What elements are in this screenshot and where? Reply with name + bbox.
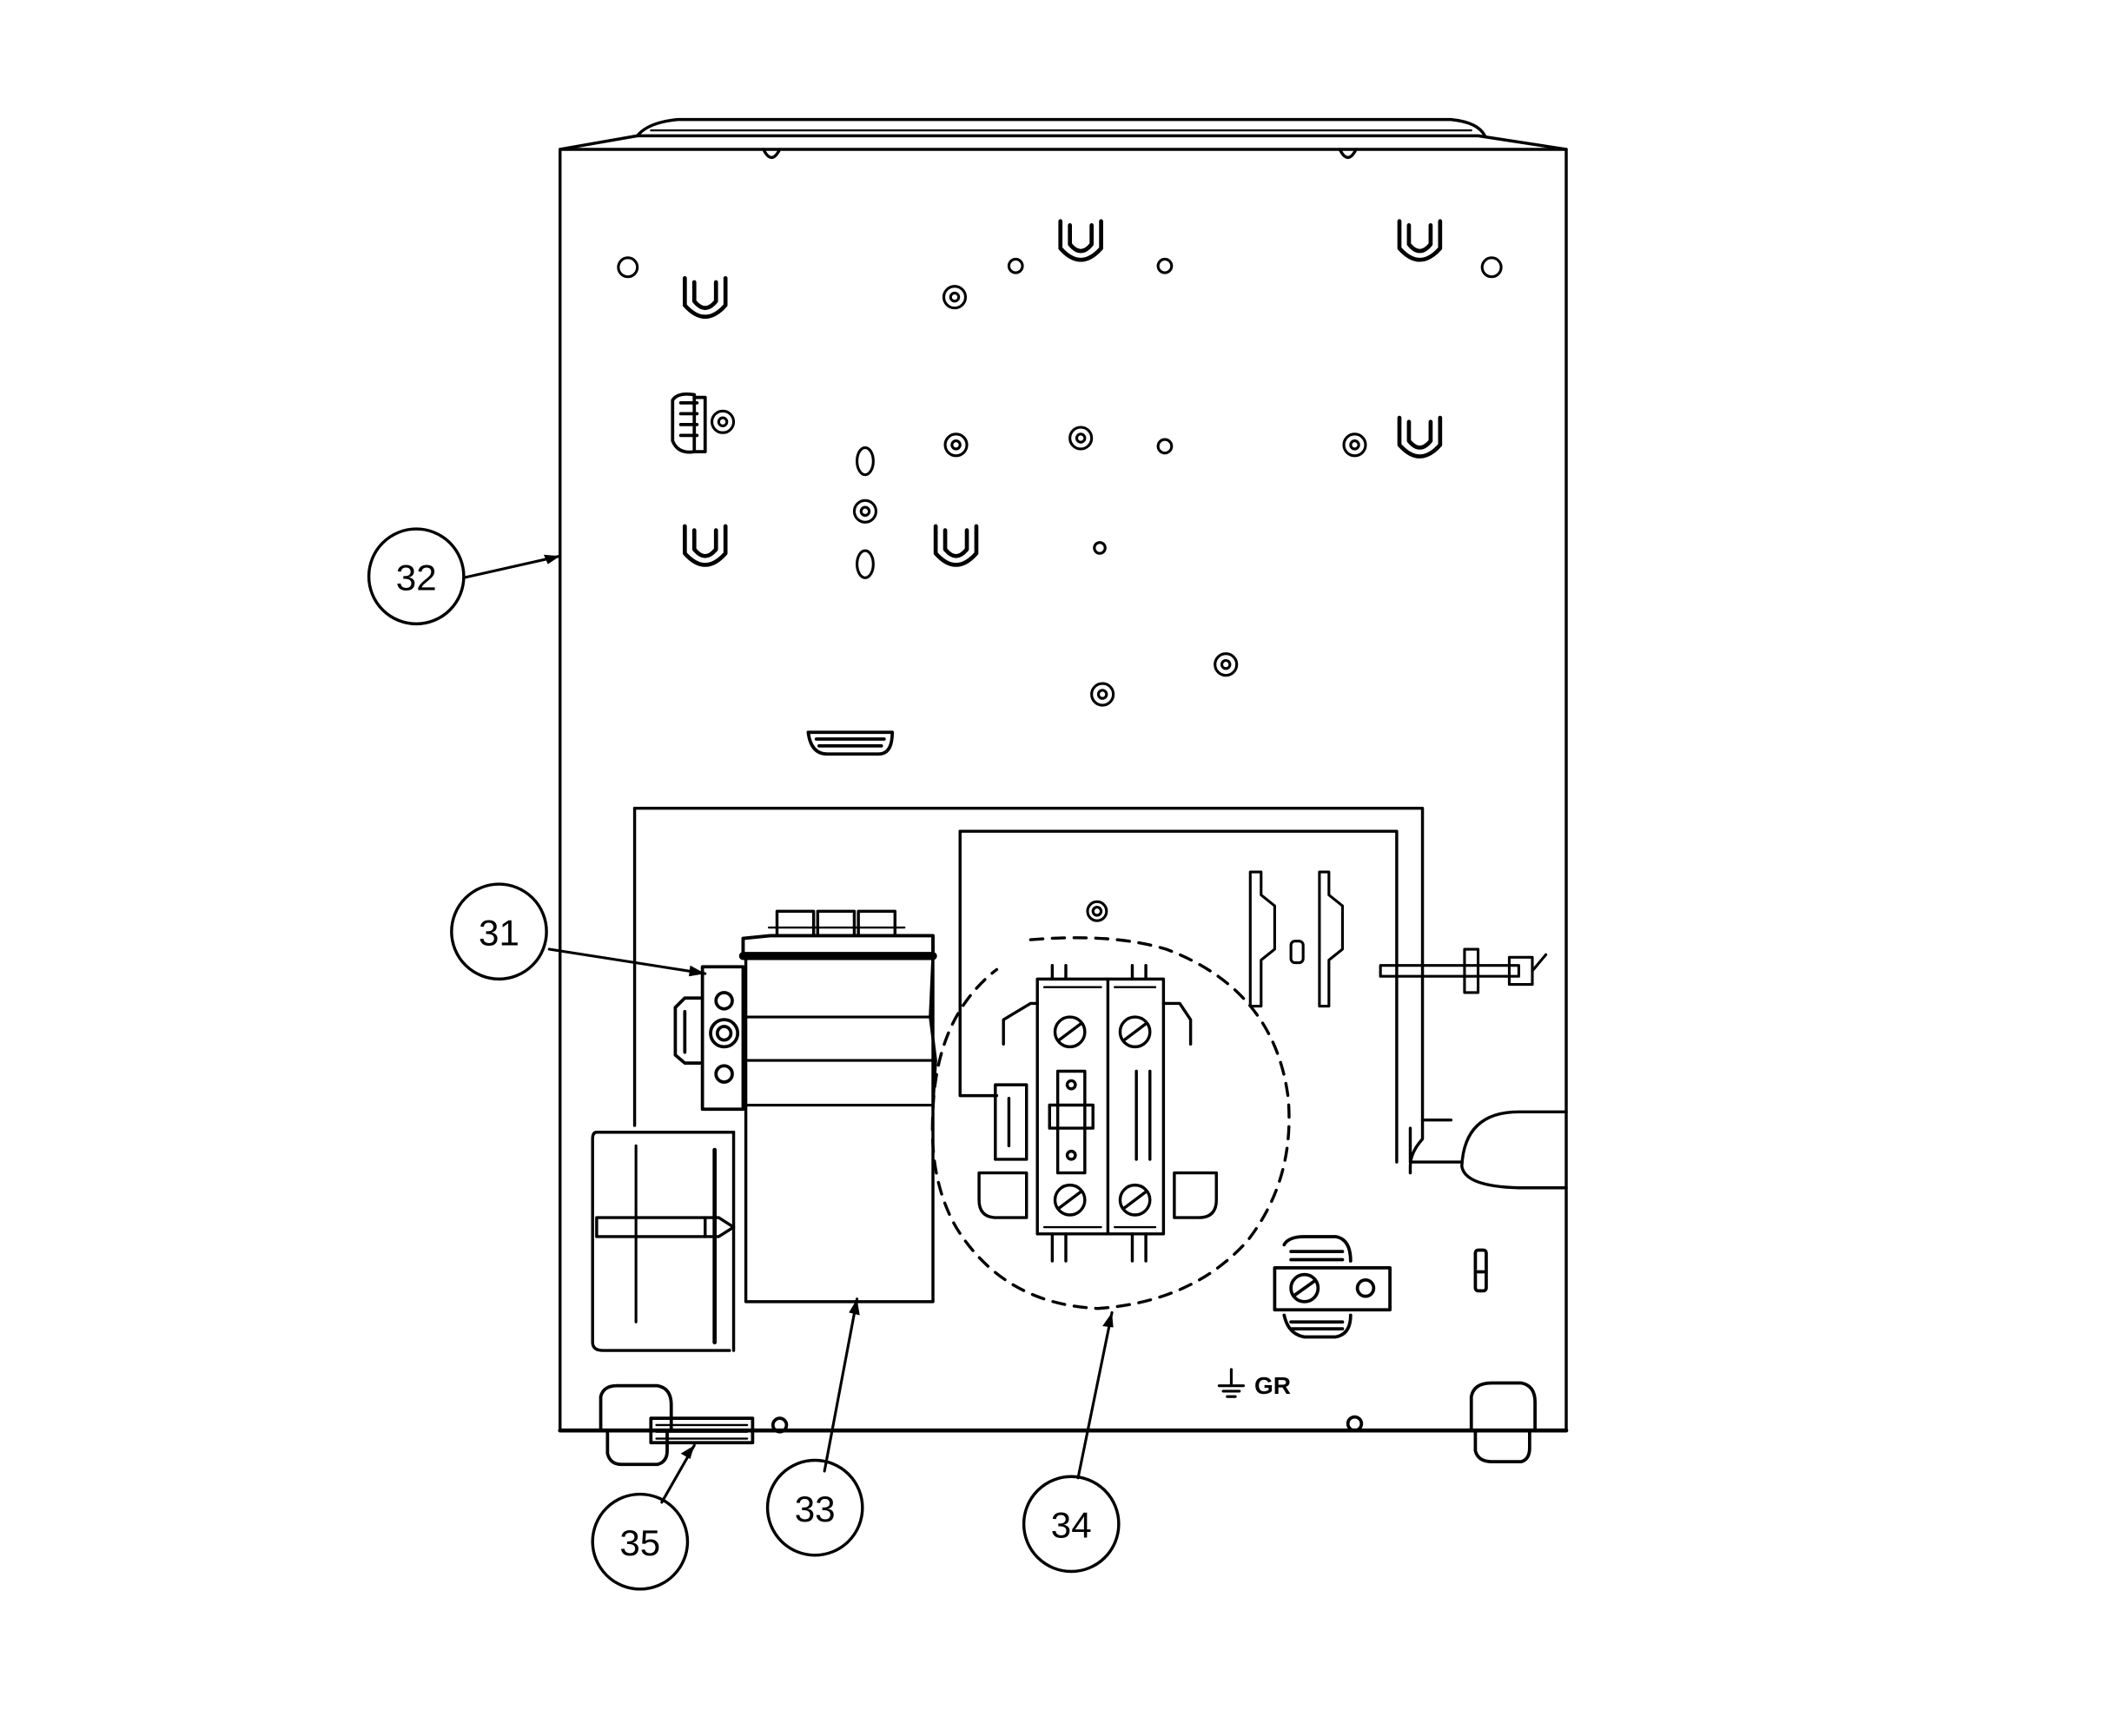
terminal-block (591, 1131, 736, 1352)
ground-symbol (1217, 1368, 1246, 1398)
wire-bushing (671, 392, 707, 454)
wire-clips (682, 219, 1443, 567)
contactor (930, 936, 1291, 1310)
control-panel-outline (558, 117, 1569, 1433)
mounting-holes (617, 256, 1503, 922)
control-subpanel (632, 806, 1568, 1190)
capacitor (738, 909, 937, 1304)
base-feet (599, 1381, 1537, 1467)
callout-31-label: 31 (479, 912, 519, 953)
callout-35-label: 35 (619, 1522, 660, 1563)
callout-33-label: 33 (795, 1488, 836, 1529)
capacitor-bracket (673, 965, 745, 1112)
callout-32-label: 32 (396, 557, 437, 597)
contactor-plate (958, 829, 1399, 1164)
leader-lines (462, 554, 1114, 1504)
leader-arrowheads (543, 554, 1114, 1459)
callout-34-label: 34 (1051, 1505, 1092, 1546)
wire-bushing-bottom (806, 730, 895, 756)
ground-label: GR (1254, 1372, 1291, 1399)
callout-circles (367, 527, 1121, 1591)
ground-lug (1273, 1235, 1488, 1339)
terminal-tabs (1248, 870, 1548, 1008)
